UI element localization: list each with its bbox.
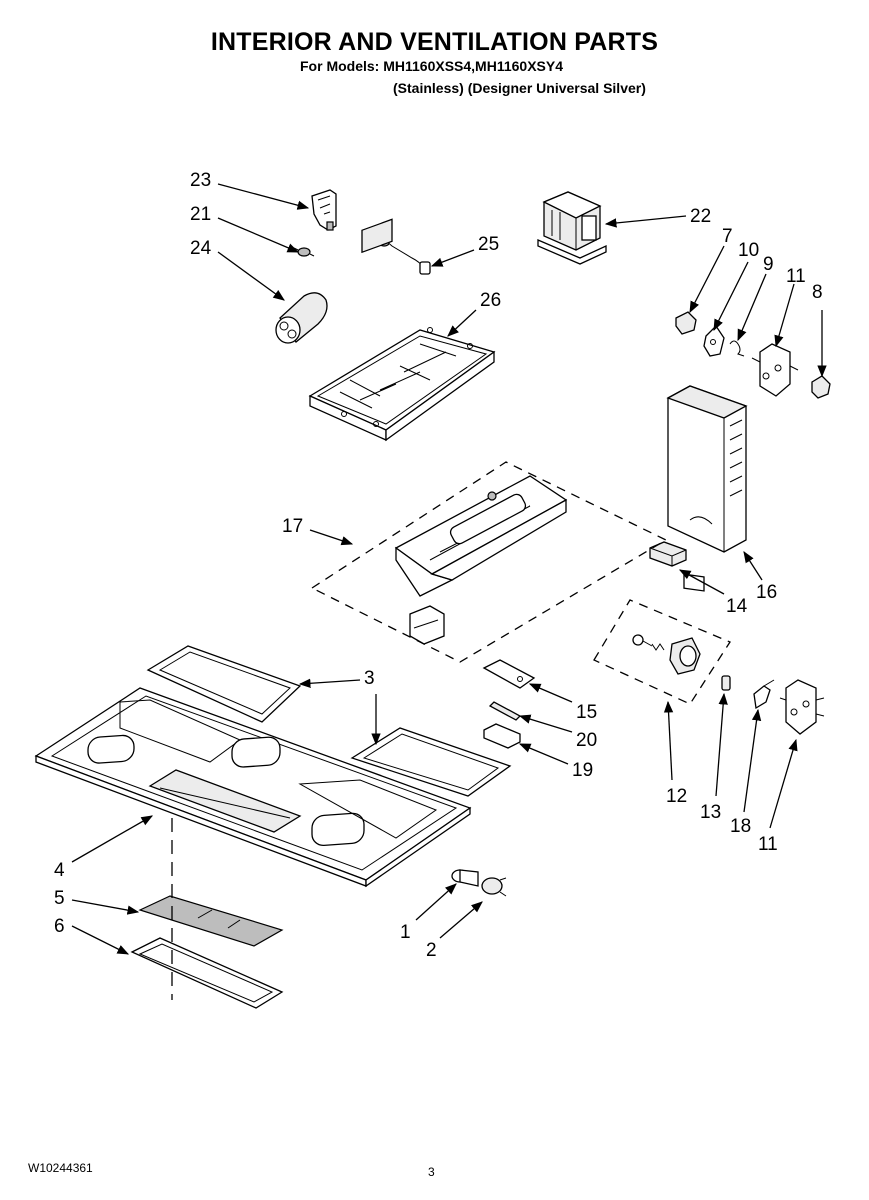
page-number: 3 <box>428 1165 435 1179</box>
callout-20: 20 <box>576 730 597 751</box>
variants-line: (Stainless) (Designer Universal Silver) <box>393 80 646 96</box>
part-17-vent-grille <box>394 475 568 597</box>
part-1-socket <box>451 869 479 887</box>
models-line: For Models: MH1160XSS4,MH1160XSY4 <box>300 58 563 74</box>
part-8-cap <box>811 375 831 399</box>
part-17-clip <box>409 605 445 645</box>
part-5-lens <box>138 895 284 947</box>
callout-2: 2 <box>426 940 437 961</box>
callout-5: 5 <box>54 888 65 909</box>
document-number: W10244361 <box>28 1161 93 1175</box>
callout-12: 12 <box>666 786 687 807</box>
page-title: INTERIOR AND VENTILATION PARTS <box>210 28 659 56</box>
part-3-filter-right <box>350 727 512 797</box>
part-13-fuse <box>721 675 731 691</box>
part-4-bottom-plate <box>34 687 472 888</box>
callout-23: 23 <box>190 170 211 191</box>
part-2-lamp-socket <box>481 877 507 897</box>
part-6-lamp-housing <box>130 937 284 1009</box>
part-15-plate <box>482 659 536 689</box>
callout-21: 21 <box>190 204 211 225</box>
callout-19: 19 <box>572 760 593 781</box>
part-23-bracket <box>311 189 337 231</box>
callout-1: 1 <box>400 922 411 943</box>
callout-10: 10 <box>738 240 759 261</box>
leader-lines <box>71 183 827 955</box>
part-10-switch-bracket <box>703 324 725 357</box>
callout-26: 26 <box>480 290 501 311</box>
part-18-switch <box>753 679 775 710</box>
callout-22: 22 <box>690 206 711 227</box>
part-26-base-plate <box>308 218 496 442</box>
part-11-switch-holder-bottom <box>779 679 825 735</box>
part-19-bracket <box>483 723 521 749</box>
callout-16: 16 <box>756 582 777 603</box>
part-24-capacitor <box>275 292 328 344</box>
callout-13: 13 <box>700 802 721 823</box>
part-12-assembly-outline <box>593 599 731 705</box>
callout-4: 4 <box>54 860 65 881</box>
callout-7: 7 <box>722 226 733 247</box>
callout-18: 18 <box>730 816 751 837</box>
callout-15: 15 <box>576 702 597 723</box>
callout-17: 17 <box>282 516 303 537</box>
callout-8: 8 <box>812 282 823 303</box>
part-9-spring <box>729 340 745 357</box>
callout-11-bottom: 11 <box>758 834 778 855</box>
part-14-block <box>649 541 687 567</box>
callout-24: 24 <box>190 238 212 259</box>
part-20-pin <box>488 701 522 721</box>
callout-25: 25 <box>478 234 499 255</box>
part-22-transformer <box>537 191 607 265</box>
callout-labels: 23 21 24 25 26 22 7 10 9 11 8 17 16 14 3… <box>54 170 823 961</box>
part-11-switch-holder-top <box>751 343 799 397</box>
callout-3: 3 <box>364 668 375 689</box>
part-17-assembly-outline <box>310 461 668 663</box>
part-16-air-duct <box>666 385 748 592</box>
callout-14: 14 <box>726 596 748 617</box>
callout-11-top: 11 <box>786 266 806 287</box>
part-7-cap <box>675 311 697 335</box>
callout-6: 6 <box>54 916 65 937</box>
part-25-diode <box>378 239 431 275</box>
callout-9: 9 <box>763 254 774 275</box>
part-12-motor <box>632 634 701 675</box>
